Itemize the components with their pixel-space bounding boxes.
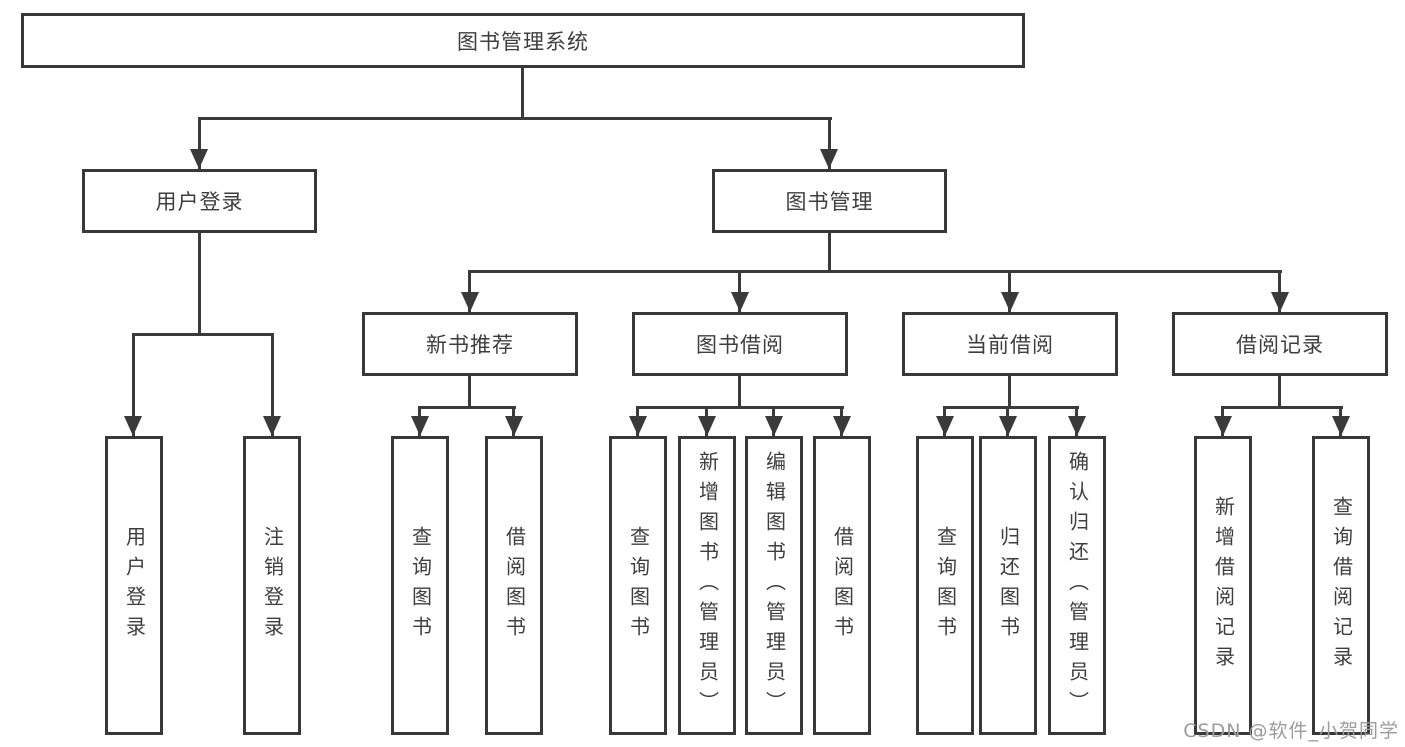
connector-arrowhead [820,149,838,169]
leaf-borrow-borrow-books-label: 借阅图书 [830,525,855,646]
connector-level3-bar [468,270,1282,273]
connector-arrowhead [936,416,954,436]
connector-drop-login [132,333,135,436]
node-book-borrowing-label: 图书借阅 [696,333,784,357]
connector-drop-borrowing-records [1278,270,1281,312]
connector-recommendation-bar [418,406,516,409]
connector-arrowhead [629,416,647,436]
leaf-borrow-edit-books-admin-label: 编辑图书（管理员） [762,450,787,721]
connector-arrowhead [124,416,142,436]
leaf-current-confirm-return-admin: 确认归还（管理员） [1048,436,1106,735]
leaf-recommend-query-books-label: 查询图书 [408,525,433,646]
connector-borrowing-bar [636,406,844,409]
connector-borrowing-trunk [738,376,741,409]
leaf-borrow-borrow-books: 借阅图书 [813,436,871,735]
connector-drop-book-management [828,117,831,169]
leaf-records-add-borrow-record: 新增借阅记录 [1194,436,1252,735]
leaf-borrow-query-books: 查询图书 [609,436,667,735]
node-borrowing-records-label: 借阅记录 [1236,333,1324,357]
connector-arrowhead [505,416,523,436]
connector-drop-user-login [198,117,201,169]
leaf-borrow-add-books-admin: 新增图书（管理员） [678,436,736,735]
leaf-records-query-borrow-record: 查询借阅记录 [1312,436,1370,735]
leaf-logout: 注销登录 [243,436,301,735]
node-user-login-label: 用户登录 [155,190,244,214]
leaf-user-login-label: 用户登录 [122,525,147,646]
leaf-recommend-borrow-books: 借阅图书 [485,436,543,735]
leaf-current-return-books-label: 归还图书 [996,525,1021,646]
connector-book-management-trunk [828,233,831,273]
connector-drop-logout [271,333,274,436]
connector-drop-current-borrowing [1008,270,1011,312]
connector-arrowhead [1214,416,1232,436]
node-current-borrowing: 当前借阅 [902,312,1118,376]
leaf-borrow-query-books-label: 查询图书 [626,525,651,646]
connector-records-trunk [1278,376,1281,409]
node-library-system: 图书管理系统 [21,13,1025,68]
connector-user-login-bar [132,333,274,336]
node-new-book-recommendation: 新书推荐 [362,312,578,376]
connector-recommendation-trunk [468,376,471,409]
leaf-user-login: 用户登录 [105,436,163,735]
node-book-borrowing: 图书借阅 [632,312,848,376]
node-library-system-label: 图书管理系统 [457,29,589,54]
connector-arrowhead [190,149,208,169]
leaf-current-confirm-return-admin-label: 确认归还（管理员） [1065,450,1090,721]
node-new-book-recommendation-label: 新书推荐 [426,333,514,357]
connector-arrowhead [411,416,429,436]
connector-drop-book-borrowing [738,270,741,312]
connector-arrowhead [1332,416,1350,436]
connector-arrowhead [999,416,1017,436]
leaf-records-query-borrow-record-label: 查询借阅记录 [1329,495,1354,676]
connector-arrowhead [1001,292,1019,312]
connector-arrowhead [765,416,783,436]
leaf-borrow-add-books-admin-label: 新增图书（管理员） [695,450,720,721]
connector-root-trunk [521,68,524,118]
connector-current-bar [943,406,1079,409]
csdn-watermark: CSDN @软件_小贺同学 [1183,720,1399,742]
leaf-current-query-books: 查询图书 [916,436,974,735]
connector-level2-bar [198,117,832,120]
connector-records-bar [1221,406,1343,409]
connector-arrowhead [263,416,281,436]
connector-arrowhead [698,416,716,436]
connector-arrowhead [731,292,749,312]
node-current-borrowing-label: 当前借阅 [966,333,1054,357]
connector-arrowhead [1271,292,1289,312]
leaf-recommend-borrow-books-label: 借阅图书 [502,525,527,646]
connector-arrowhead [833,416,851,436]
node-borrowing-records: 借阅记录 [1172,312,1388,376]
leaf-borrow-edit-books-admin: 编辑图书（管理员） [745,436,803,735]
connector-drop-new-book [468,270,471,312]
connector-current-trunk [1008,376,1011,409]
leaf-current-return-books: 归还图书 [979,436,1037,735]
connector-user-login-trunk [198,233,201,335]
leaf-logout-label: 注销登录 [260,525,285,646]
connector-arrowhead [461,292,479,312]
leaf-records-add-borrow-record-label: 新增借阅记录 [1211,495,1236,676]
leaf-recommend-query-books: 查询图书 [391,436,449,735]
leaf-current-query-books-label: 查询图书 [933,525,958,646]
node-book-management: 图书管理 [712,169,947,233]
connector-arrowhead [1068,416,1086,436]
node-user-login: 用户登录 [82,169,317,233]
node-book-management-label: 图书管理 [785,190,874,214]
